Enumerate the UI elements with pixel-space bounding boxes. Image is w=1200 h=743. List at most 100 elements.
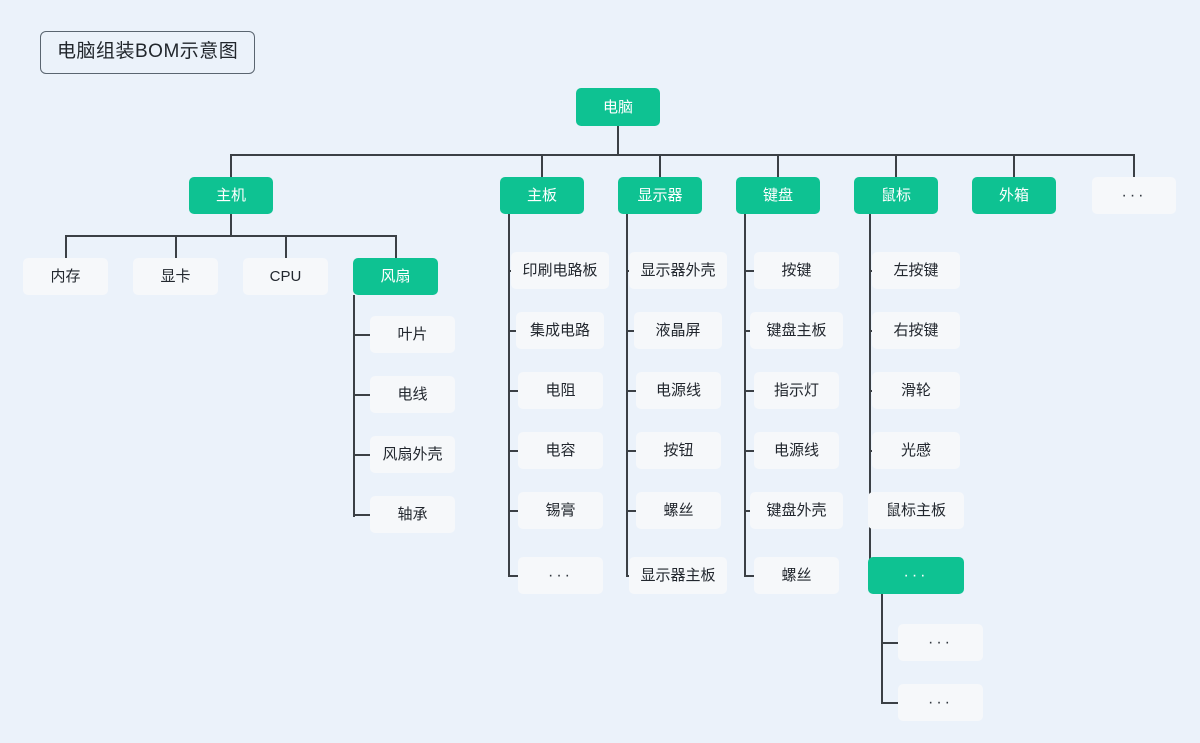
node-label: 左按键 [893, 262, 939, 279]
connector-host-trunk [66, 235, 397, 237]
node-fan[interactable]: 风扇 [353, 258, 438, 295]
node-label: 鼠标主板 [885, 502, 946, 519]
node-case[interactable]: 外箱 [972, 177, 1056, 214]
node-mouse-more[interactable]: ··· [868, 557, 964, 594]
connector-mouse-more-tick-1 [881, 642, 898, 644]
node-label: 指示灯 [773, 382, 819, 399]
connector-keyboard-tick-6 [744, 575, 754, 577]
node-label: ··· [928, 693, 953, 711]
node-mouse-mainboard[interactable]: 鼠标主板 [868, 492, 964, 529]
node-keyboard[interactable]: 键盘 [736, 177, 820, 214]
node-monitor[interactable]: 显示器 [618, 177, 702, 214]
node-memory[interactable]: 内存 [23, 258, 108, 295]
diagram-title: 电脑组装BOM示意图 [40, 31, 256, 74]
node-mouse[interactable]: 鼠标 [854, 177, 938, 214]
connector-drop-more [1133, 154, 1135, 177]
node-lcd-panel[interactable]: 液晶屏 [634, 312, 722, 349]
connector-fan-tick-3 [353, 454, 370, 456]
connector-drop-mainboard [541, 154, 543, 177]
connector-root-stem [617, 126, 619, 155]
node-monitor-screw[interactable]: 螺丝 [636, 492, 721, 529]
connector-monitor-tick-2 [626, 330, 636, 332]
node-mainboard[interactable]: 主板 [500, 177, 584, 214]
node-label: 印刷电路板 [522, 262, 598, 279]
node-capacitor[interactable]: 电容 [518, 432, 603, 469]
node-keyboard-screw[interactable]: 螺丝 [754, 557, 839, 594]
node-label: 显卡 [160, 268, 191, 285]
connector-mainboard-tick-6 [508, 575, 518, 577]
connector-drop-gpu [175, 235, 177, 258]
connector-keyboard-tick-2 [744, 330, 754, 332]
connector-monitor-tick-4 [626, 450, 636, 452]
node-label: 键盘主板 [766, 322, 827, 339]
connector-keyboard-tick-3 [744, 390, 754, 392]
node-label: 键盘 [762, 187, 793, 204]
node-label: 主机 [215, 187, 246, 204]
node-label: 光感 [900, 442, 931, 459]
node-label: 内存 [50, 268, 81, 285]
node-fan-wire[interactable]: 电线 [370, 376, 455, 413]
node-ic[interactable]: 集成电路 [516, 312, 604, 349]
node-label: 螺丝 [663, 502, 694, 519]
node-label: 主板 [526, 187, 557, 204]
connector-keyboard-tick-1 [744, 270, 754, 272]
node-label: 电阻 [545, 382, 576, 399]
node-mouse-right-button[interactable]: 右按键 [872, 312, 960, 349]
node-pcb[interactable]: 印刷电路板 [511, 252, 609, 289]
connector-fan-tick-4 [353, 514, 370, 516]
node-gpu[interactable]: 显卡 [133, 258, 218, 295]
node-keyboard-shell[interactable]: 键盘外壳 [750, 492, 843, 529]
node-keyboard-power-cable[interactable]: 电源线 [754, 432, 839, 469]
node-mouse-left-button[interactable]: 左按键 [872, 252, 960, 289]
node-solder-paste[interactable]: 锡膏 [518, 492, 603, 529]
node-resistor[interactable]: 电阻 [518, 372, 603, 409]
node-mouse-more-child-1[interactable]: ··· [898, 624, 983, 661]
node-fan-blade[interactable]: 叶片 [370, 316, 455, 353]
node-label: 显示器外壳 [640, 262, 716, 279]
node-label: 显示器主板 [640, 567, 716, 584]
connector-mainboard-spine [508, 214, 510, 577]
node-label: 锡膏 [545, 502, 576, 519]
node-label: 电源线 [773, 442, 819, 459]
connector-mouse-more-spine [881, 594, 883, 704]
node-label: 外箱 [998, 187, 1029, 204]
node-label: CPU [269, 268, 302, 285]
node-host[interactable]: 主机 [189, 177, 273, 214]
connector-keyboard-spine [744, 214, 746, 577]
connector-drop-fan [395, 235, 397, 258]
node-label: ··· [1121, 186, 1147, 204]
node-monitor-mainboard[interactable]: 显示器主板 [629, 557, 727, 594]
node-label: 键盘外壳 [766, 502, 827, 519]
connector-mainboard-tick-4 [508, 450, 518, 452]
node-cpu[interactable]: CPU [243, 258, 328, 295]
node-monitor-power-cable[interactable]: 电源线 [636, 372, 721, 409]
node-root-computer[interactable]: 电脑 [576, 88, 660, 126]
node-keycap[interactable]: 按键 [754, 252, 839, 289]
node-mouse-more-child-2[interactable]: ··· [898, 684, 983, 721]
node-level1-more[interactable]: ··· [1092, 177, 1176, 214]
node-fan-shell[interactable]: 风扇外壳 [370, 436, 455, 473]
node-indicator-light[interactable]: 指示灯 [754, 372, 839, 409]
node-label: 按钮 [663, 442, 694, 459]
node-label: 电脑 [602, 98, 633, 116]
node-mainboard-more[interactable]: ··· [518, 557, 603, 594]
connector-mouse-spine [869, 214, 871, 577]
node-keyboard-mainboard[interactable]: 键盘主板 [750, 312, 843, 349]
connector-drop-mouse [895, 154, 897, 177]
node-monitor-shell[interactable]: 显示器外壳 [629, 252, 727, 289]
connector-drop-cpu [285, 235, 287, 258]
node-label: 电源线 [655, 382, 701, 399]
connector-keyboard-tick-4 [744, 450, 754, 452]
node-mouse-wheel[interactable]: 滑轮 [872, 372, 960, 409]
connector-monitor-spine [626, 214, 628, 577]
node-label: 液晶屏 [655, 322, 701, 339]
node-label: 按键 [781, 262, 812, 279]
node-mouse-optical-sensor[interactable]: 光感 [872, 432, 960, 469]
node-label: 螺丝 [781, 567, 812, 584]
node-fan-bearing[interactable]: 轴承 [370, 496, 455, 533]
node-label: 滑轮 [900, 382, 931, 399]
node-label: 风扇外壳 [382, 446, 443, 463]
node-monitor-button[interactable]: 按钮 [636, 432, 721, 469]
connector-monitor-tick-5 [626, 510, 636, 512]
